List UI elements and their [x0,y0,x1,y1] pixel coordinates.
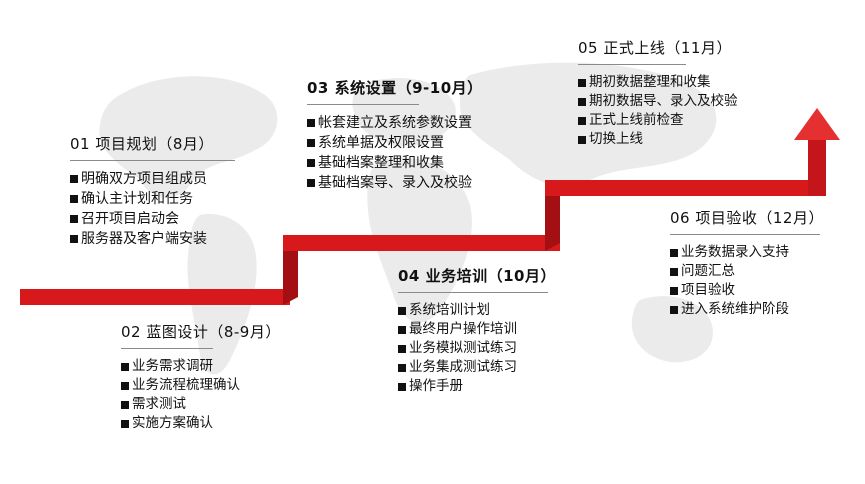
bullet-icon [578,135,586,144]
list-item: 期初数据导、录入及校验 [578,92,738,111]
list-item: 服务器及客户端安装 [70,229,235,249]
divider [307,104,419,105]
list-item: 帐套建立及系统参数设置 [307,113,483,133]
divider [578,64,686,65]
divider [398,292,548,293]
bullet-icon [670,248,678,257]
bullet-icon [121,400,129,409]
list-item: 问题汇总 [670,262,824,281]
divider [121,348,213,349]
bullet-icon [70,215,78,223]
riser-2 [545,180,560,251]
phase-items: 期初数据整理和收集 期初数据导、录入及校验 正式上线前检查 切换上线 [578,73,738,149]
phase-05: 05 正式上线（11月） 期初数据整理和收集 期初数据导、录入及校验 正式上线前… [578,38,738,149]
list-item: 基础档案整理和收集 [307,153,483,173]
phase-04: 04 业务培训（10月） 系统培训计划 最终用户操作培训 业务模拟测试练习 业务… [398,266,556,396]
bullet-icon [307,119,315,127]
phase-title: 03 系统设置（9-10月） [307,79,483,97]
bullet-icon [70,235,78,243]
bullet-icon [578,97,586,106]
riser-3 [808,140,826,196]
bullet-icon [670,286,678,295]
phase-items: 明确双方项目组成员 确认主计划和任务 召开项目启动会 服务器及客户端安装 [70,169,235,249]
phase-06: 06 项目验收（12月） 业务数据录入支持 问题汇总 项目验收 进入系统维护阶段 [670,208,824,319]
bullet-icon [670,305,678,314]
phase-items: 系统培训计划 最终用户操作培训 业务模拟测试练习 业务集成测试练习 操作手册 [398,301,556,396]
list-item: 明确双方项目组成员 [70,169,235,189]
bullet-icon [307,179,315,187]
list-item: 业务流程梳理确认 [121,376,281,395]
list-item: 业务集成测试练习 [398,358,556,377]
phase-items: 业务需求调研 业务流程梳理确认 需求测试 实施方案确认 [121,357,281,433]
phase-title: 05 正式上线（11月） [578,39,732,57]
list-item: 操作手册 [398,377,556,396]
list-item: 业务数据录入支持 [670,243,824,262]
bullet-icon [121,381,129,390]
bullet-icon [670,267,678,276]
list-item: 进入系统维护阶段 [670,300,824,319]
bullet-icon [121,362,129,371]
divider [670,234,820,235]
bullet-icon [398,344,406,353]
bullet-icon [307,159,315,167]
bullet-icon [121,419,129,428]
bullet-icon [398,306,406,315]
list-item: 正式上线前检查 [578,111,738,130]
bullet-icon [398,325,406,334]
phase-title: 04 业务培训（10月） [398,267,556,285]
list-item: 确认主计划和任务 [70,189,235,209]
divider [70,160,235,161]
list-item: 期初数据整理和收集 [578,73,738,92]
phase-title: 01 项目规划（8月） [70,135,214,153]
bullet-icon [70,195,78,203]
bullet-icon [398,382,406,391]
phase-items: 业务数据录入支持 问题汇总 项目验收 进入系统维护阶段 [670,243,824,319]
list-item: 实施方案确认 [121,414,281,433]
list-item: 需求测试 [121,395,281,414]
phase-title: 06 项目验收（12月） [670,209,824,227]
list-item: 业务模拟测试练习 [398,339,556,358]
riser-1 [283,235,298,305]
bullet-icon [70,175,78,183]
phase-03: 03 系统设置（9-10月） 帐套建立及系统参数设置 系统单据及权限设置 基础档… [307,78,483,193]
phase-01: 01 项目规划（8月） 明确双方项目组成员 确认主计划和任务 召开项目启动会 服… [70,134,235,249]
arrow-head [794,108,840,140]
list-item: 基础档案导、录入及校验 [307,173,483,193]
list-item: 系统单据及权限设置 [307,133,483,153]
bullet-icon [398,363,406,372]
bullet-icon [307,139,315,147]
list-item: 系统培训计划 [398,301,556,320]
list-item: 召开项目启动会 [70,209,235,229]
list-item: 项目验收 [670,281,824,300]
step-3-bar [545,180,820,196]
step-1-bar [20,289,290,305]
phase-02: 02 蓝图设计（8-9月） 业务需求调研 业务流程梳理确认 需求测试 实施方案确… [121,322,281,433]
bullet-icon [578,116,586,125]
list-item: 最终用户操作培训 [398,320,556,339]
phase-items: 帐套建立及系统参数设置 系统单据及权限设置 基础档案整理和收集 基础档案导、录入… [307,113,483,193]
phase-title: 02 蓝图设计（8-9月） [121,323,281,341]
list-item: 切换上线 [578,130,738,149]
list-item: 业务需求调研 [121,357,281,376]
step-2-bar [283,235,560,251]
bullet-icon [578,78,586,87]
